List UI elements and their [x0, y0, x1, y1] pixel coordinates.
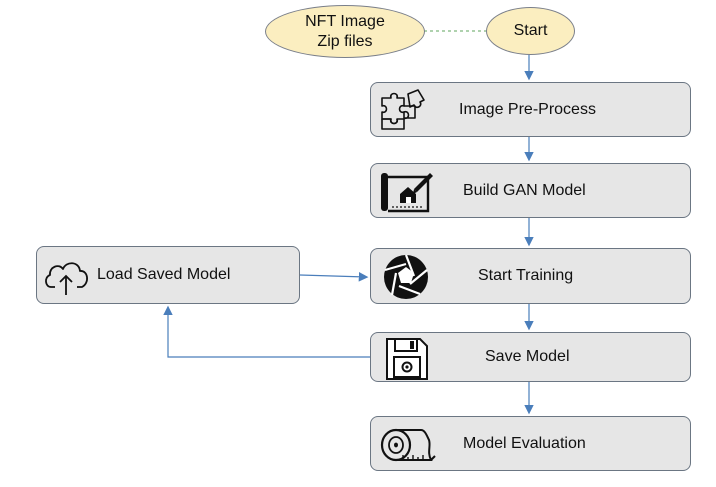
- step-model-evaluation-label: Model Evaluation: [463, 434, 586, 452]
- start-label: Start: [513, 22, 548, 39]
- blueprint-icon: [381, 173, 433, 213]
- step-image-preprocess-label: Image Pre-Process: [459, 100, 596, 118]
- nft-zip-label-line1: NFT Image: [305, 12, 385, 30]
- puzzle-icon: [381, 89, 425, 130]
- floppy-disk-icon: [386, 338, 428, 380]
- arrow-load-to-training: [299, 271, 369, 282]
- step-build-gan-model-label: Build GAN Model: [463, 181, 586, 199]
- step-save-model-label: Save Model: [485, 348, 570, 365]
- start-ellipse: Start: [486, 7, 575, 55]
- step-start-training: Start Training: [370, 248, 691, 304]
- step-start-training-label: Start Training: [478, 267, 574, 284]
- step-load-saved-model-label: Load Saved Model: [97, 266, 231, 283]
- step-build-gan-model: Build GAN Model: [370, 163, 691, 218]
- nft-zip-label-line2: Zip files: [317, 32, 373, 50]
- measuring-tape-icon: [380, 428, 436, 462]
- step-save-model: Save Model: [370, 332, 691, 382]
- nft-zip-files-ellipse: NFT Image Zip files: [265, 5, 425, 58]
- step-model-evaluation: Model Evaluation: [370, 416, 691, 471]
- cloud-upload-icon: [45, 262, 88, 295]
- aperture-icon: [384, 254, 428, 299]
- step-load-saved-model: Load Saved Model: [36, 246, 300, 304]
- step-image-preprocess: Image Pre-Process: [370, 82, 691, 137]
- arrow-save-to-load: [163, 305, 370, 358]
